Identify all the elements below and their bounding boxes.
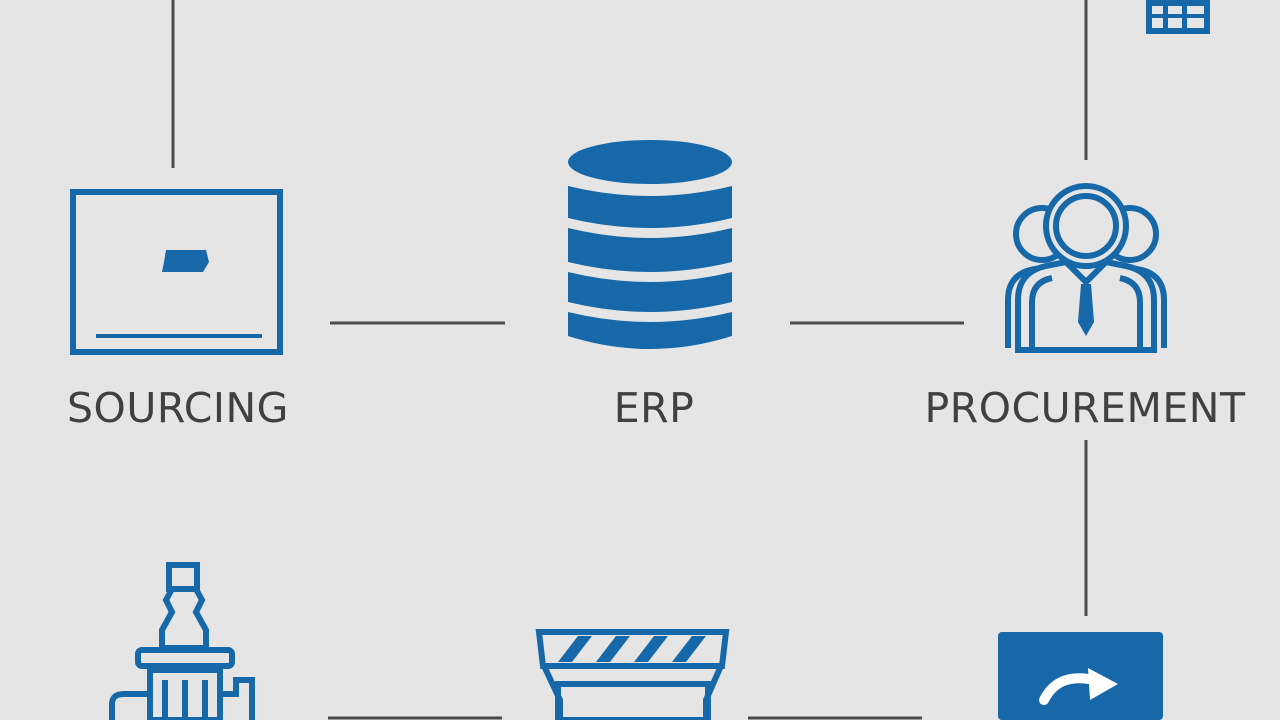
barrier-crate-icon <box>535 629 730 720</box>
node-label-sourcing: SOURCING <box>67 384 289 432</box>
factory-machine-icon <box>109 562 255 720</box>
forward-arrow-box-icon <box>998 632 1163 720</box>
node-label-procurement: PROCUREMENT <box>924 384 1246 432</box>
tie-icon <box>1078 284 1094 336</box>
database-icon <box>568 140 732 349</box>
connectors <box>171 0 1088 720</box>
node-label-erp: ERP <box>613 384 695 432</box>
monitor-icon <box>70 189 283 355</box>
rack-icon <box>1146 0 1210 34</box>
